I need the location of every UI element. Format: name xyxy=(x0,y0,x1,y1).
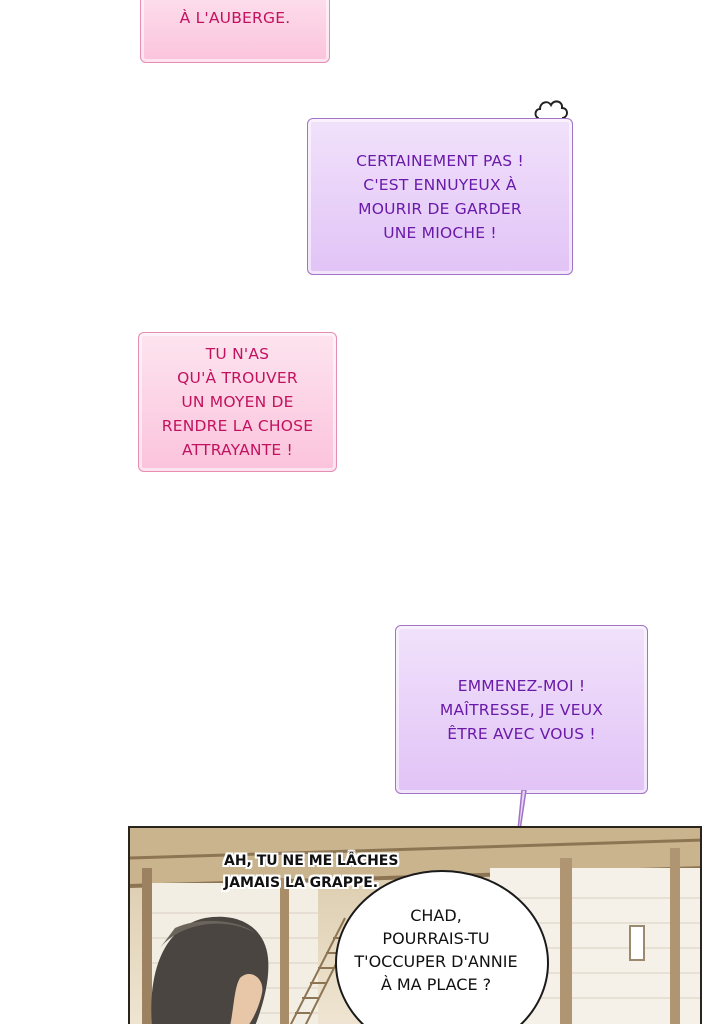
speech-text: CHAD, POURRAIS-TU T'OCCUPER D'ANNIE À MA… xyxy=(354,906,518,994)
speech-bubble xyxy=(335,870,549,1024)
pink-caption-top: À L'AUBERGE. xyxy=(140,0,330,63)
caption-text: CERTAINEMENT PAS ! C'EST ENNUYEUX À MOUR… xyxy=(356,151,524,242)
comic-panel: AH, TU NE ME LÂCHES JAMAIS LA GRAPPE. CH… xyxy=(128,826,702,1024)
caption-text: EMMENEZ-MOI ! MAÎTRESSE, JE VEUX ÊTRE AV… xyxy=(439,676,604,743)
aside-text: AH, TU NE ME LÂCHES JAMAIS LA GRAPPE. xyxy=(224,853,399,891)
caption-text: À L'AUBERGE. xyxy=(179,9,291,27)
purple-caption-certainement: CERTAINEMENT PAS ! C'EST ENNUYEUX À MOUR… xyxy=(307,118,573,275)
purple-caption-emmenez: EMMENEZ-MOI ! MAÎTRESSE, JE VEUX ÊTRE AV… xyxy=(395,625,648,794)
caption-text: TU N'AS QU'À TROUVER UN MOYEN DE RENDRE … xyxy=(161,345,314,459)
pink-caption-tu-nas: TU N'AS QU'À TROUVER UN MOYEN DE RENDRE … xyxy=(138,332,337,472)
